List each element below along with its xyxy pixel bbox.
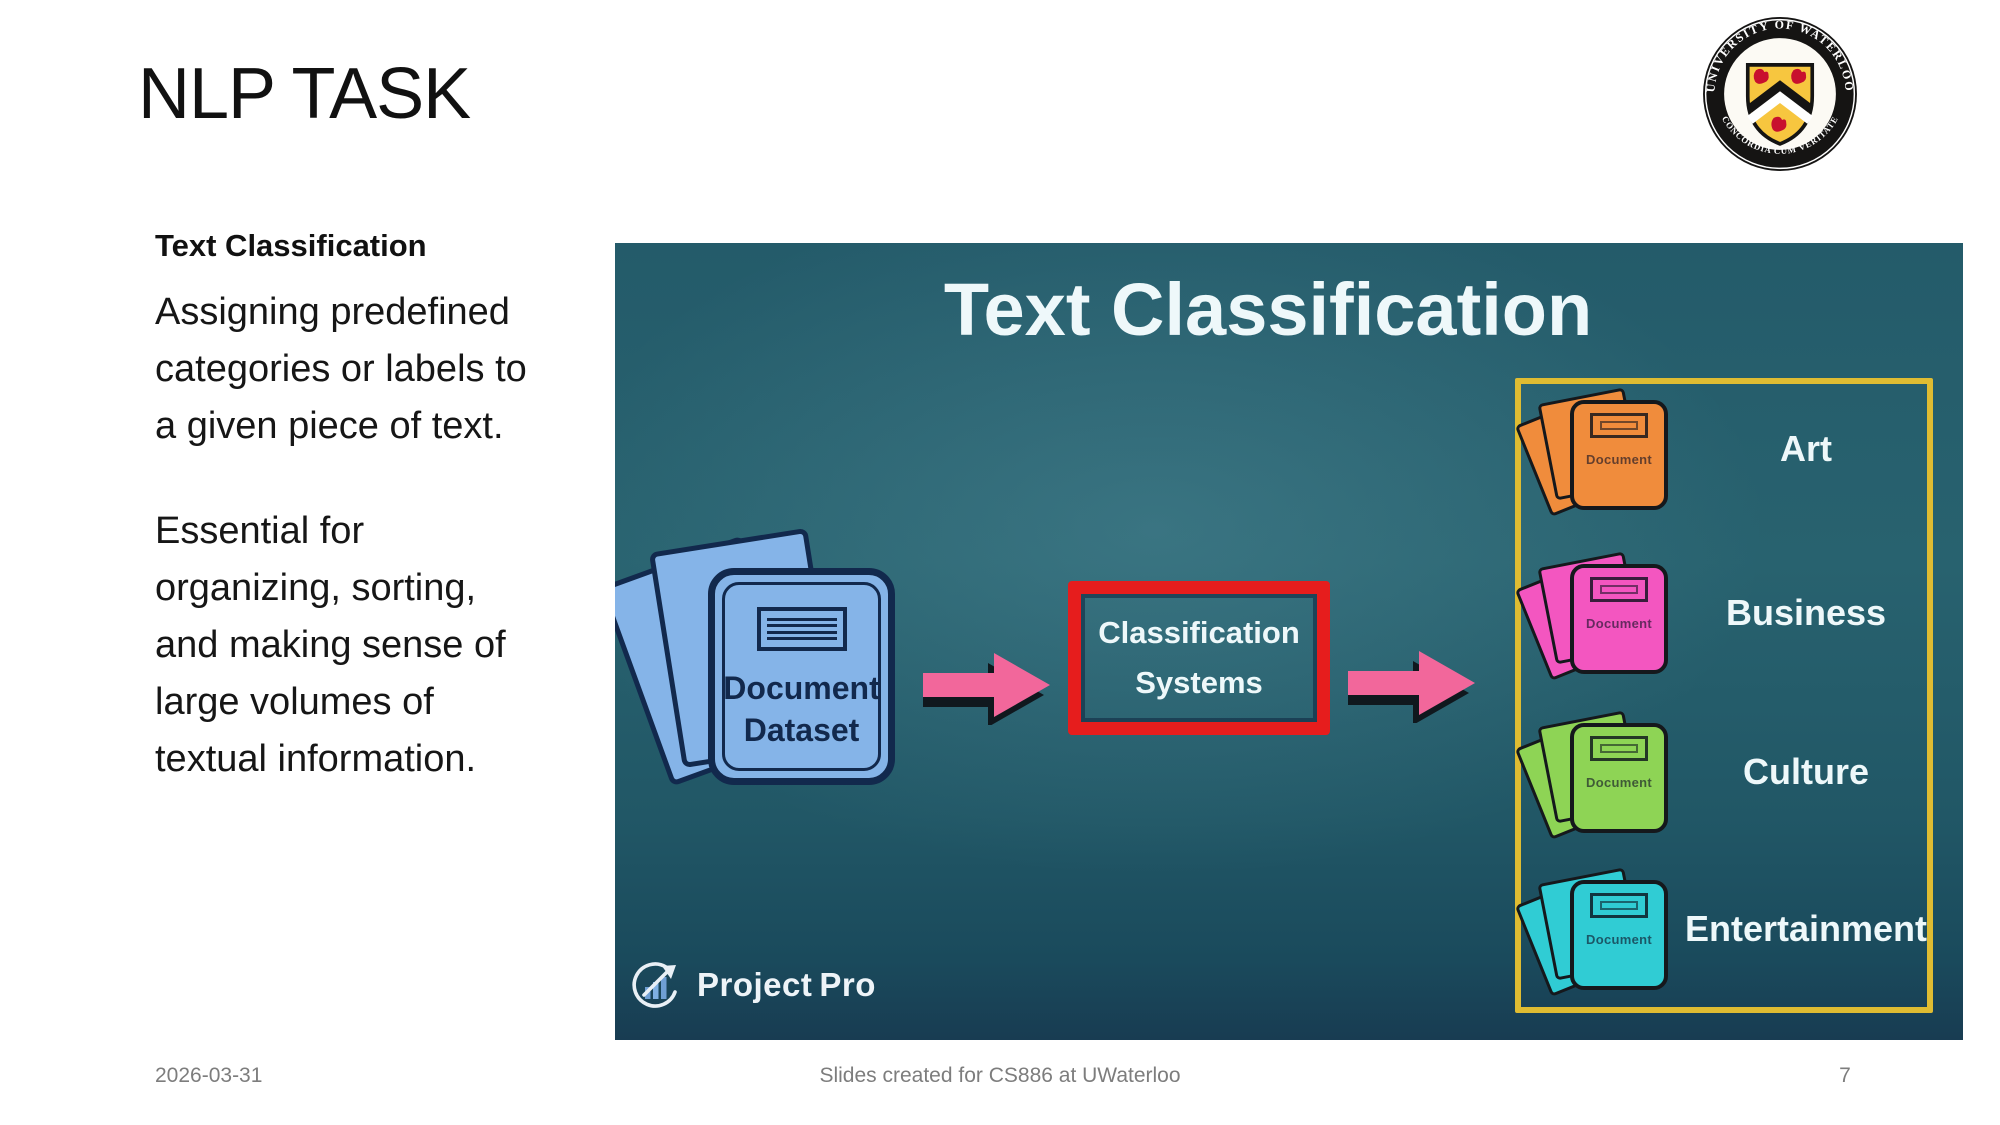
category-doc-front: Document xyxy=(1570,723,1668,833)
category-doc-front: Document xyxy=(1570,400,1668,510)
category-doc-front: Document xyxy=(1570,564,1668,674)
projectpro-icon xyxy=(632,962,677,1008)
document-header-icon xyxy=(756,607,847,651)
document-front-page: Document Dataset xyxy=(708,568,895,785)
doc-header-icon xyxy=(1590,577,1648,602)
university-of-waterloo-logo: UNIVERSITY OF WATERLOO CONCORDIA CUM VER… xyxy=(1702,16,1858,172)
category-label: Culture xyxy=(1743,751,1869,792)
page-title: NLP TASK xyxy=(138,54,471,134)
footer-page-number: 7 xyxy=(1839,1064,1851,1087)
category-doc-stack: Document xyxy=(1514,710,1678,848)
crest-icon: UNIVERSITY OF WATERLOO CONCORDIA CUM VER… xyxy=(1703,17,1857,171)
document-dataset-stack: Document Dataset xyxy=(615,527,933,823)
document-dataset-label: Document Dataset xyxy=(723,670,880,748)
flow-arrow-icon xyxy=(1348,651,1475,723)
diagram-title: Text Classification xyxy=(943,268,1593,351)
flow-arrow-icon xyxy=(923,653,1050,725)
category-row-art: Document Art xyxy=(1514,387,1955,540)
category-doc-stack: Document xyxy=(1514,551,1678,689)
category-doc-stack: Document xyxy=(1514,867,1678,1005)
category-label: Art xyxy=(1780,428,1832,469)
categories-panel-border xyxy=(1515,378,1933,1013)
doc-header-icon xyxy=(1590,413,1648,438)
category-row-business: Document Business xyxy=(1514,551,1955,704)
category-doc-front: Document xyxy=(1570,880,1668,990)
category-row-culture: Document Culture xyxy=(1514,710,1955,863)
category-row-entertainment: Document Entertainment xyxy=(1514,867,1955,1020)
footer-date: 2026-03-31 xyxy=(155,1064,263,1087)
category-label: Entertainment xyxy=(1684,908,1928,949)
classification-systems-label: Classification Systems xyxy=(1098,615,1300,700)
section-heading: Text Classification xyxy=(155,228,427,263)
doc-header-icon xyxy=(1590,736,1648,761)
document-inner-border: Document Dataset xyxy=(722,582,881,771)
classification-systems-box: Classification Systems xyxy=(1068,581,1330,735)
category-label: Business xyxy=(1725,592,1887,633)
category-doc-stack: Document xyxy=(1514,387,1678,525)
doc-header-icon xyxy=(1590,893,1648,918)
text-classification-diagram: Text Classification Document Dataset xyxy=(615,243,1963,1040)
footer-caption: Slides created for CS886 at UWaterloo xyxy=(819,1064,1181,1087)
